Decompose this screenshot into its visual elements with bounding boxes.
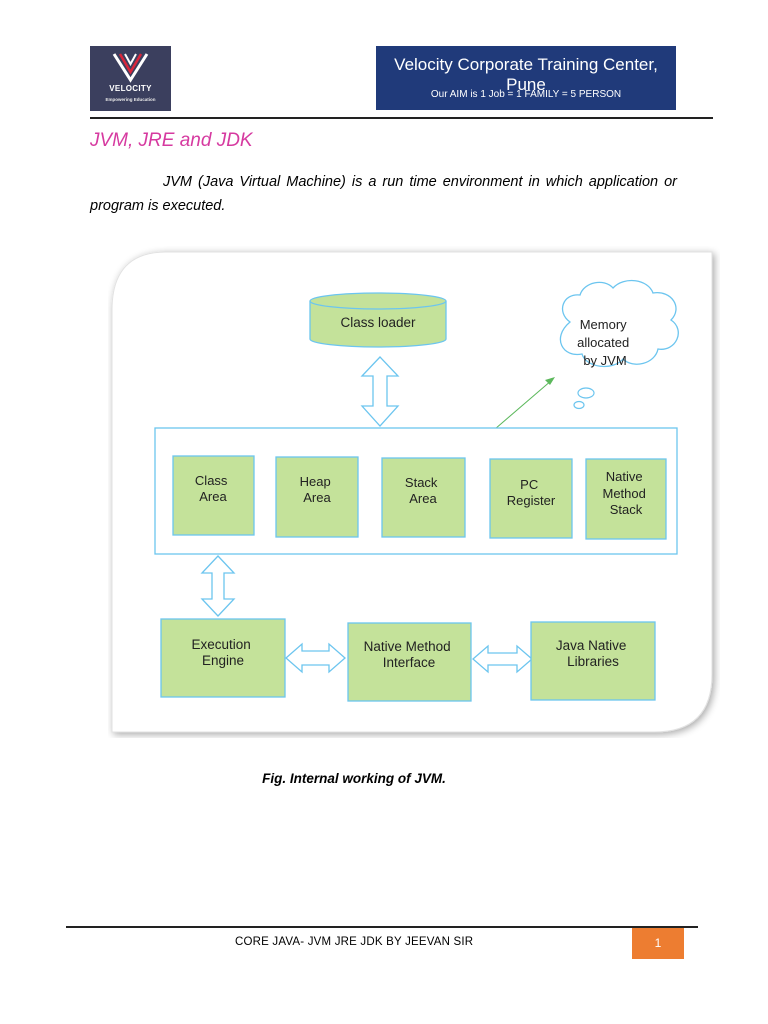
class-loader-cylinder: Class loader [309,292,447,348]
memory-area-box: Stack Area [381,457,466,538]
page-number: 1 [632,928,684,959]
svg-text:Heap Area: Heap Area [300,474,335,505]
footer-text: CORE JAVA- JVM JRE JDK BY JEEVAN SIR [235,936,474,948]
memory-area-box: Native Method Stack [585,458,667,540]
banner-title: Velocity Corporate Training Center, Pune [394,55,658,94]
svg-text:Stack Area: Stack Area [405,475,441,506]
svg-text:Class Area: Class Area [195,473,231,504]
memory-area-box: Heap Area [275,456,359,538]
memory-area-box: Class Area [172,455,255,536]
velocity-logo: VELOCITY Empowering Education [90,46,171,111]
header-divider [90,117,713,119]
cloud-label: Memory allocated by JVM [577,317,633,368]
svg-text:PC Register: PC Register [507,477,556,508]
banner-subtitle: Our AIM is 1 Job = 1 FAMILY = 5 PERSON [430,89,622,100]
intro-paragraph: JVM (Java Virtual Machine) is a run time… [90,174,677,214]
figure-caption: Fig. Internal working of JVM. [262,771,446,786]
java-native-libraries-box: Java Native Libraries [530,621,656,701]
memory-area-box: PC Register [489,458,573,539]
memory-pointer-arrow [494,377,555,430]
jvm-diagram: Class loader Memory allocated by JVM Cla… [111,251,713,733]
memory-cloud: Memory allocated by JVM [559,279,679,410]
header-banner: Velocity Corporate Training Center, Pune… [376,46,676,110]
section-title: JVM, JRE and JDK [90,130,253,151]
svg-text:Java Native Libraries: Java Native Libraries [556,638,630,669]
execution-engine-box: Execution Engine [160,618,286,698]
footer-divider [66,926,698,928]
logo-tagline: Empowering Education [105,97,156,102]
svg-text:Native Method Interface: Native Method Interface [364,639,455,670]
class-loader-label: Class loader [340,315,416,330]
engine-interface-double-arrow [285,642,346,674]
native-method-interface-box: Native Method Interface [347,622,472,702]
loader-double-arrow [360,356,400,427]
logo-wordmark: VELOCITY [109,84,152,93]
svg-text:Native Method Stac: Native Method Stack [603,469,650,517]
logo-v-icon [112,53,149,83]
svg-text:Execution Engine: Execution Engine [191,637,254,668]
engine-double-arrow [200,555,236,617]
